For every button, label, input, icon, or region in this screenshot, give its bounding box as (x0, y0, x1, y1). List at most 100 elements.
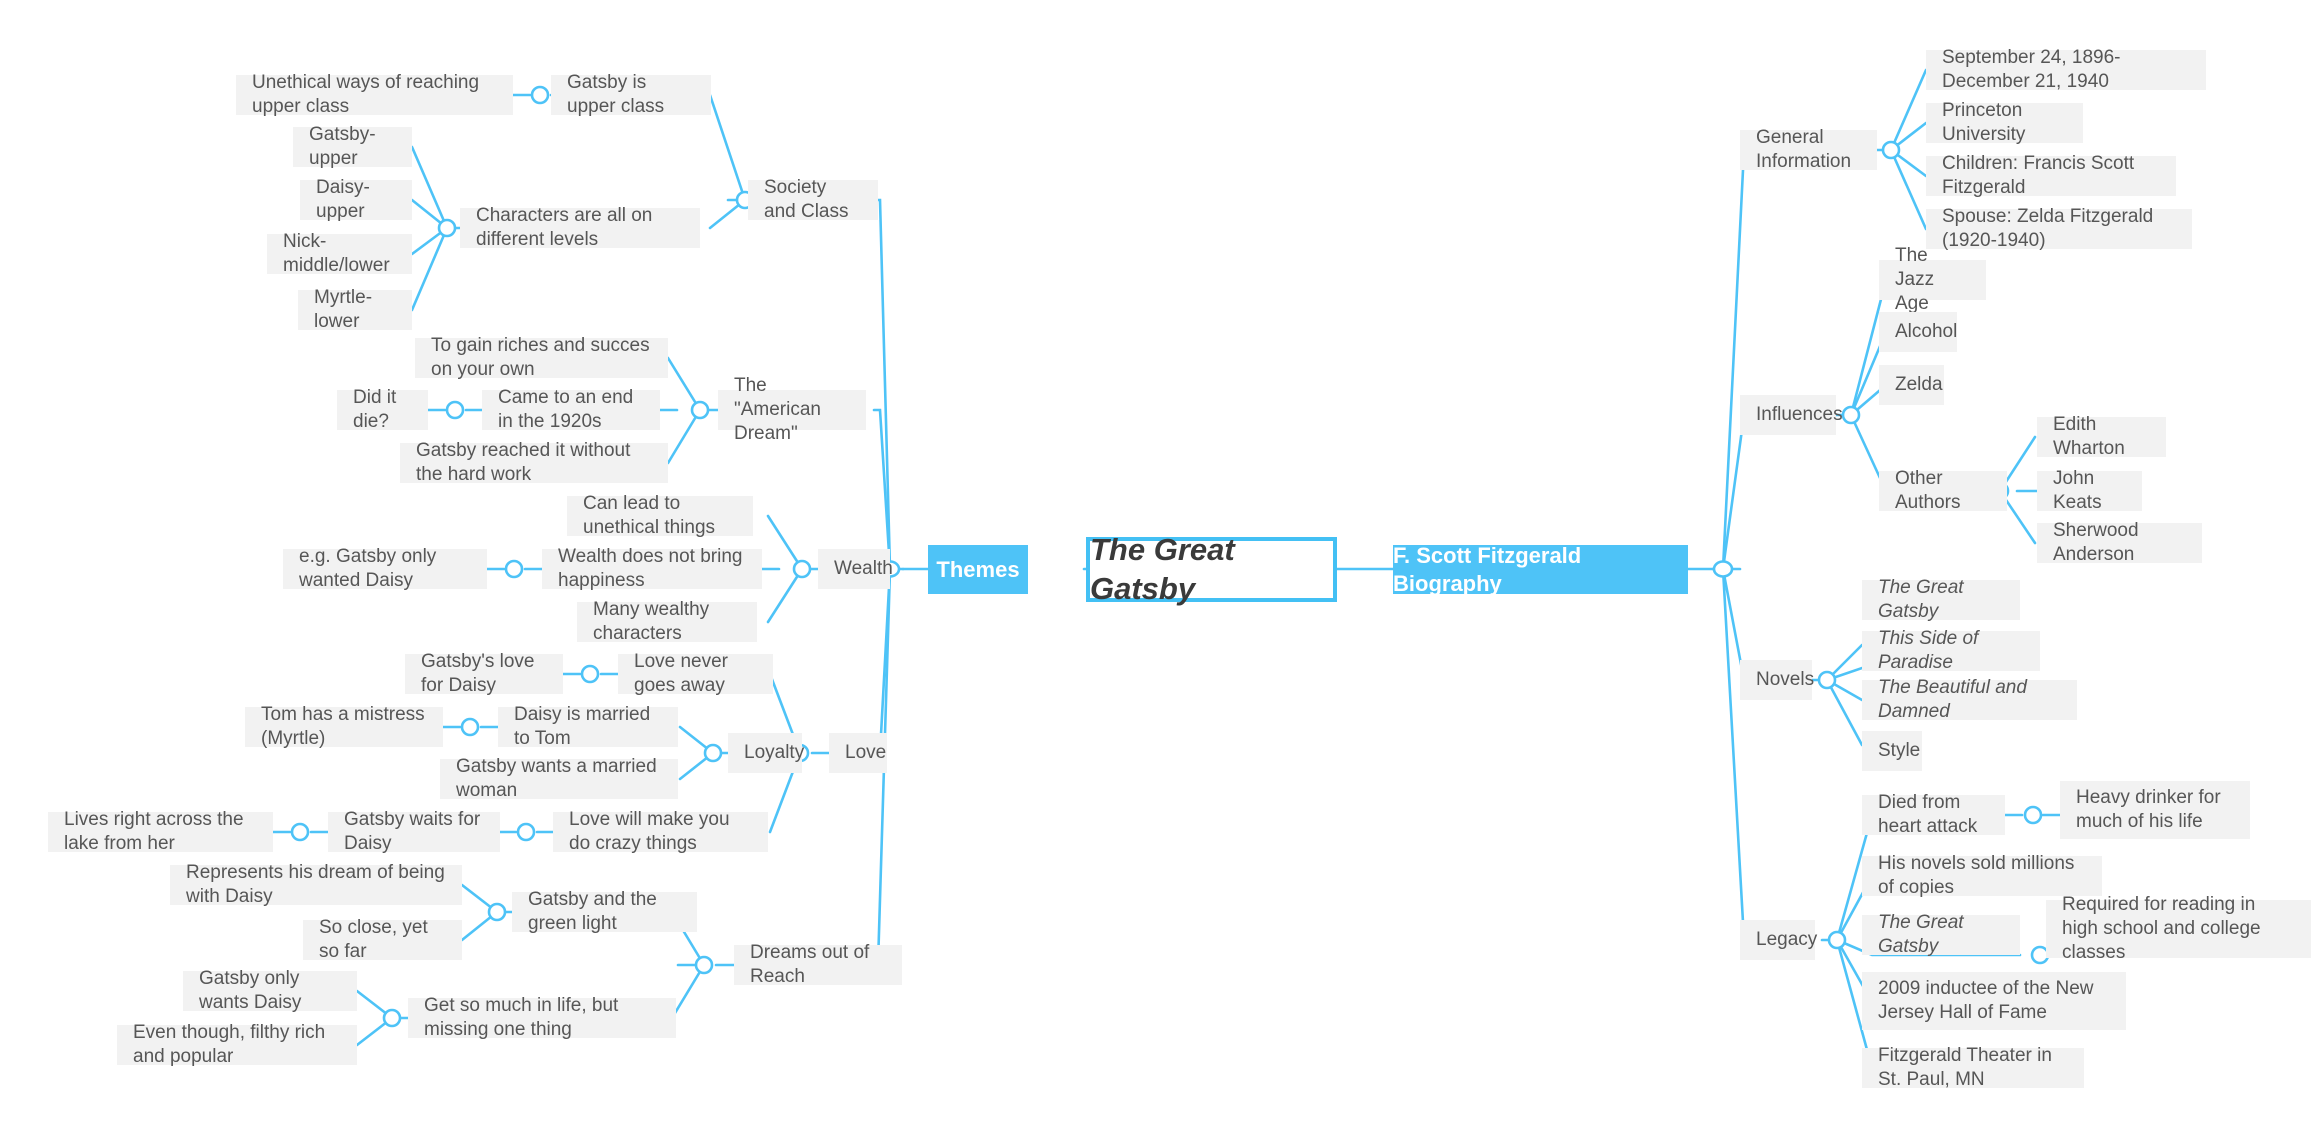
node-label: Love will make you do crazy things (569, 809, 730, 854)
node-novels[interactable]: Novels (1740, 660, 1814, 700)
node-novel-style[interactable]: Style (1862, 731, 1922, 771)
node-gatsby-and-the-green-light[interactable]: Gatsby and the green light (512, 889, 697, 934)
node-princeton-university[interactable]: Princeton University (1926, 100, 2083, 145)
node-label: Gatsby- upper (309, 124, 376, 169)
node-wealth-no-happiness[interactable]: Wealth does not bring happiness (542, 546, 762, 591)
node-lead-to-unethical-things[interactable]: Can lead to unethical things (567, 493, 753, 538)
node-gatsby-waits-for-daisy[interactable]: Gatsby waits for Daisy (328, 809, 500, 854)
node-many-wealthy-characters[interactable]: Many wealthy characters (577, 599, 757, 644)
node-required-for-reading[interactable]: Required for reading in high school and … (2046, 894, 2311, 963)
node-love-never-goes-away[interactable]: Love never goes away (618, 651, 773, 696)
node-edith-wharton[interactable]: Edith Wharton (2037, 414, 2166, 459)
node-label: Nick- middle/lower (283, 231, 390, 276)
node-represents-his-dream[interactable]: Represents his dream of being with Daisy (170, 862, 462, 907)
node-label: Myrtle- lower (314, 287, 373, 332)
node-tom-has-a-mistress[interactable]: Tom has a mistress (Myrtle) (245, 704, 443, 749)
node-daisy-upper[interactable]: Daisy- upper (300, 177, 412, 222)
node-label: The Great Gatsby (1878, 912, 1964, 957)
node-john-keats[interactable]: John Keats (2037, 468, 2142, 513)
node-gatsby-only-wants-daisy[interactable]: Gatsby only wants Daisy (183, 968, 357, 1013)
node-alcohol[interactable]: Alcohol (1879, 312, 1957, 352)
node-gatsby-upper[interactable]: Gatsby- upper (293, 124, 412, 169)
node-label: Fitzgerald Theater in St. Paul, MN (1878, 1045, 2052, 1090)
node-label: Wealth does not bring happiness (558, 546, 743, 591)
node-loyalty[interactable]: Loyalty (728, 733, 804, 773)
branch-themes[interactable]: Themes (928, 545, 1028, 594)
node-novel-the-beautiful-and-damned[interactable]: The Beautiful and Damned (1862, 677, 2077, 722)
node-the-jazz-age[interactable]: The Jazz Age (1879, 245, 1986, 314)
node-label: Zelda (1895, 374, 1943, 396)
node-gatsbys-love-for-daisy[interactable]: Gatsby's love for Daisy (405, 651, 563, 696)
node-label: General Information (1756, 127, 1852, 172)
node-came-to-an-end[interactable]: Came to an end in the 1920s (482, 387, 660, 432)
node-did-it-die[interactable]: Did it die? (337, 387, 428, 432)
node-novel-the-great-gatsby[interactable]: The Great Gatsby (1862, 577, 2020, 622)
node-even-though-filthy-rich[interactable]: Even though, filthy rich and popular (117, 1022, 357, 1067)
node-novels-sold-millions[interactable]: His novels sold millions of copies (1862, 853, 2102, 898)
node-zelda[interactable]: Zelda (1879, 365, 1944, 405)
node-label: Spouse: Zelda Fitzgerald (1920-1940) (1942, 206, 2154, 251)
node-children[interactable]: Children: Francis Scott Fitzgerald (1926, 153, 2176, 198)
branch-themes-label: Themes (936, 556, 1020, 582)
node-label: Many wealthy characters (593, 599, 710, 644)
node-label: e.g. Gatsby only wanted Daisy (299, 546, 437, 591)
node-label: Gatsby and the green light (528, 889, 657, 934)
branch-biography-label: F. Scott Fitzgerald Biography (1393, 543, 1582, 596)
node-label: Princeton University (1942, 100, 2026, 145)
node-label: Gatsby reached it without the hard work (416, 440, 631, 485)
node-eg-gatsby-wanted-daisy[interactable]: e.g. Gatsby only wanted Daisy (283, 546, 487, 591)
node-myrtle-lower[interactable]: Myrtle- lower (298, 287, 412, 332)
root-node[interactable]: The Great Gatsby (1086, 532, 1337, 606)
node-label: His novels sold millions of copies (1878, 853, 2075, 898)
node-other-authors[interactable]: Other Authors (1879, 468, 2007, 513)
node-spouse[interactable]: Spouse: Zelda Fitzgerald (1920-1940) (1926, 206, 2192, 251)
node-gain-riches[interactable]: To gain riches and succes on your own (415, 335, 668, 380)
node-love-crazy-things[interactable]: Love will make you do crazy things (553, 809, 768, 854)
node-novel-this-side-of-paradise[interactable]: This Side of Paradise (1862, 628, 2040, 673)
node-label: Represents his dream of being with Daisy (186, 862, 445, 907)
node-label: This Side of Paradise (1878, 628, 1979, 673)
node-lives-across-the-lake[interactable]: Lives right across the lake from her (48, 809, 273, 854)
node-label: Characters are all on different levels (476, 205, 653, 250)
node-label: John Keats (2053, 468, 2102, 513)
node-label: September 24, 1896- December 21, 1940 (1942, 47, 2121, 92)
node-label: Alcohol (1895, 321, 1958, 343)
node-society-and-class[interactable]: Society and Class (748, 177, 878, 222)
node-label: So close, yet so far (319, 917, 428, 962)
node-label: The Beautiful and Damned (1878, 677, 2027, 722)
node-nick-middle-lower[interactable]: Nick- middle/lower (267, 231, 412, 276)
root-label: The Great Gatsby (1090, 531, 1235, 606)
node-dreams-out-of-reach[interactable]: Dreams out of Reach (734, 942, 902, 987)
node-label: Get so much in life, but missing one thi… (424, 995, 619, 1040)
branch-biography[interactable]: F. Scott Fitzgerald Biography (1393, 543, 1688, 596)
node-gatsby-wants-married-woman[interactable]: Gatsby wants a married woman (440, 756, 678, 801)
node-gatsby-reached-it[interactable]: Gatsby reached it without the hard work (400, 440, 668, 485)
node-sherwood-anderson[interactable]: Sherwood Anderson (2037, 520, 2202, 565)
node-label: Required for reading in high school and … (2062, 894, 2261, 963)
node-daisy-married-to-tom[interactable]: Daisy is married to Tom (498, 704, 678, 749)
node-american-dream[interactable]: The "American Dream" (718, 375, 866, 444)
node-legacy-the-great-gatsby[interactable]: The Great Gatsby (1862, 912, 2020, 957)
node-birth-death-dates[interactable]: September 24, 1896- December 21, 1940 (1926, 47, 2206, 92)
node-wealth[interactable]: Wealth (818, 549, 893, 589)
node-legacy[interactable]: Legacy (1740, 920, 1817, 960)
node-influences[interactable]: Influences (1740, 395, 1843, 435)
node-2009-inductee[interactable]: 2009 inductee of the New Jersey Hall of … (1862, 972, 2126, 1030)
node-general-information[interactable]: General Information (1740, 127, 1877, 172)
node-label: Edith Wharton (2053, 414, 2125, 459)
node-label: 2009 inductee of the New Jersey Hall of … (1878, 978, 2094, 1023)
node-label: Society and Class (764, 177, 849, 222)
node-label: Children: Francis Scott Fitzgerald (1942, 153, 2135, 198)
node-characters-different-levels[interactable]: Characters are all on different levels (460, 205, 700, 250)
node-label: Unethical ways of reaching upper class (252, 72, 480, 117)
node-died-from-heart-attack[interactable]: Died from heart attack (1862, 792, 2005, 837)
node-heavy-drinker[interactable]: Heavy drinker for much of his life (2060, 781, 2250, 839)
node-gatsby-is-upper-class[interactable]: Gatsby is upper class (551, 72, 711, 117)
node-fitzgerald-theater[interactable]: Fitzgerald Theater in St. Paul, MN (1862, 1045, 2084, 1090)
node-label: Influences (1756, 404, 1843, 426)
node-label: Gatsby only wants Daisy (199, 968, 302, 1013)
node-get-so-much-in-life[interactable]: Get so much in life, but missing one thi… (408, 995, 676, 1040)
node-love[interactable]: Love (829, 733, 887, 773)
node-so-close-yet-so-far[interactable]: So close, yet so far (303, 917, 462, 962)
node-unethical-ways[interactable]: Unethical ways of reaching upper class (236, 72, 513, 117)
